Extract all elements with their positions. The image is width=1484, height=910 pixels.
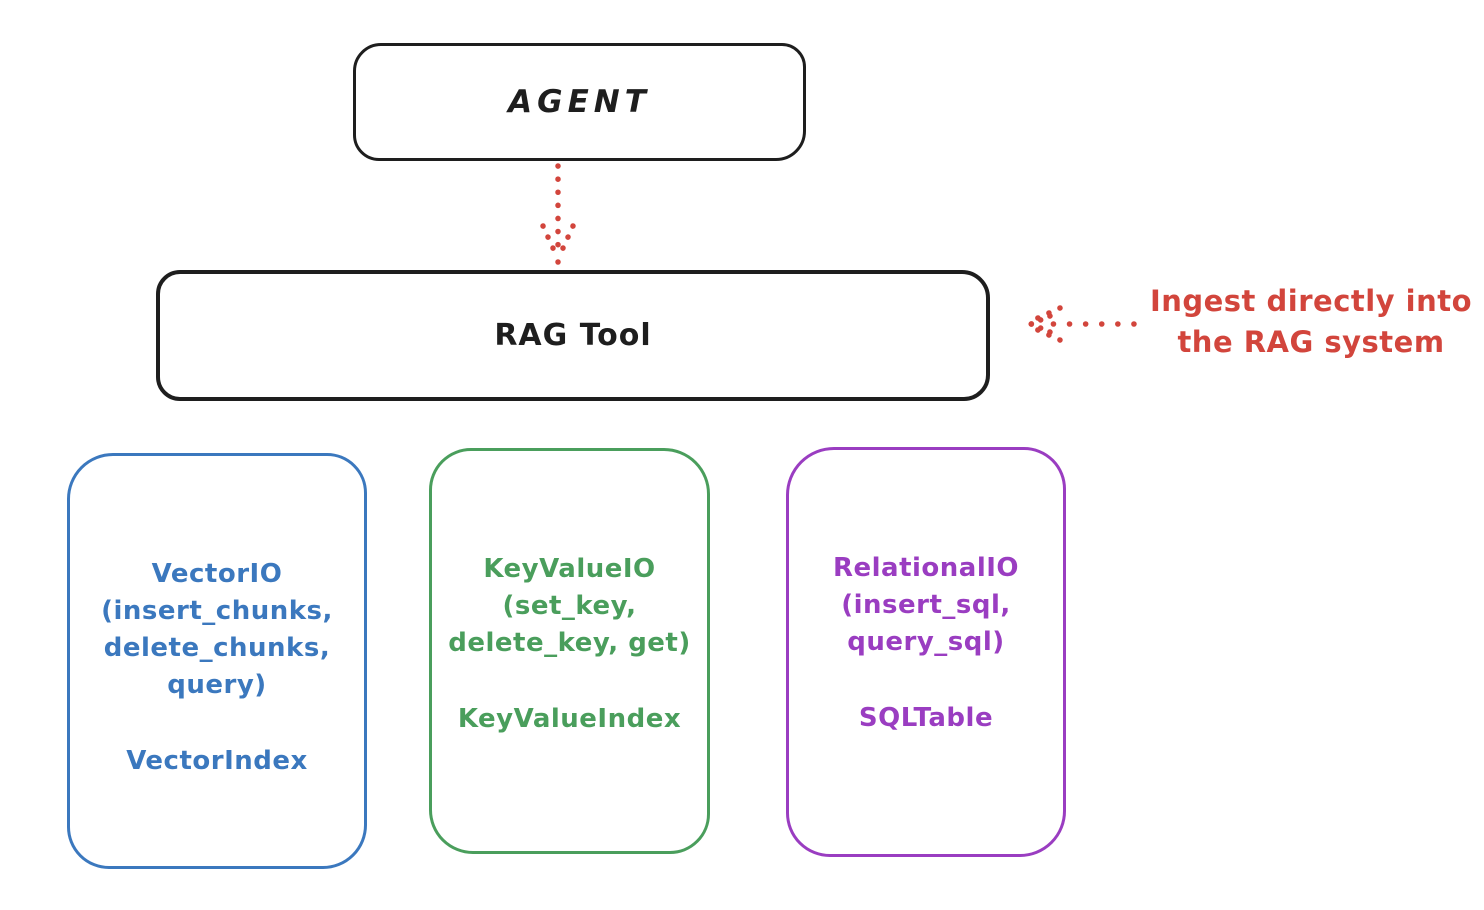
ingest-annotation-line2: the RAG system	[1177, 325, 1445, 359]
relational-io-methods-line1: (insert_sql,	[841, 590, 1011, 620]
keyvalue-io-methods-line1: (set_key,	[502, 591, 637, 621]
ingest-annotation-line1: Ingest directly into	[1149, 284, 1473, 318]
vector-io-methods-line1: (insert_chunks,	[101, 596, 333, 626]
sqltable-label: SQLTable	[858, 703, 994, 733]
vector-io-title: VectorIO	[151, 559, 283, 589]
rag-tool-box: RAG Tool	[156, 270, 990, 401]
vector-index-label: VectorIndex	[126, 746, 308, 776]
relational-io-title: RelationalIO	[832, 553, 1020, 583]
relational-io-methods-line2: query_sql)	[847, 627, 1005, 657]
vector-io-methods-line2: delete_chunks,	[103, 633, 331, 663]
keyvalue-io-title: KeyValueIO	[483, 554, 656, 584]
relational-io-box: RelationalIO (insert_sql, query_sql) SQL…	[786, 447, 1066, 857]
agent-to-rag-arrow-icon	[540, 163, 576, 265]
agent-label: AGENT	[508, 84, 651, 120]
keyvalue-index-label: KeyValueIndex	[457, 704, 682, 734]
keyvalue-io-box: KeyValueIO (set_key, delete_key, get) Ke…	[429, 448, 710, 854]
ingest-annotation: Ingest directly into the RAG system	[1138, 281, 1484, 363]
keyvalue-io-methods-line2: delete_key, get)	[448, 628, 691, 658]
vector-io-box: VectorIO (insert_chunks, delete_chunks, …	[67, 453, 367, 869]
vector-io-methods-line3: query)	[167, 670, 267, 700]
ingest-arrow-icon	[1026, 305, 1137, 343]
rag-tool-label: RAG Tool	[494, 318, 652, 353]
agent-box: AGENT	[353, 43, 806, 161]
